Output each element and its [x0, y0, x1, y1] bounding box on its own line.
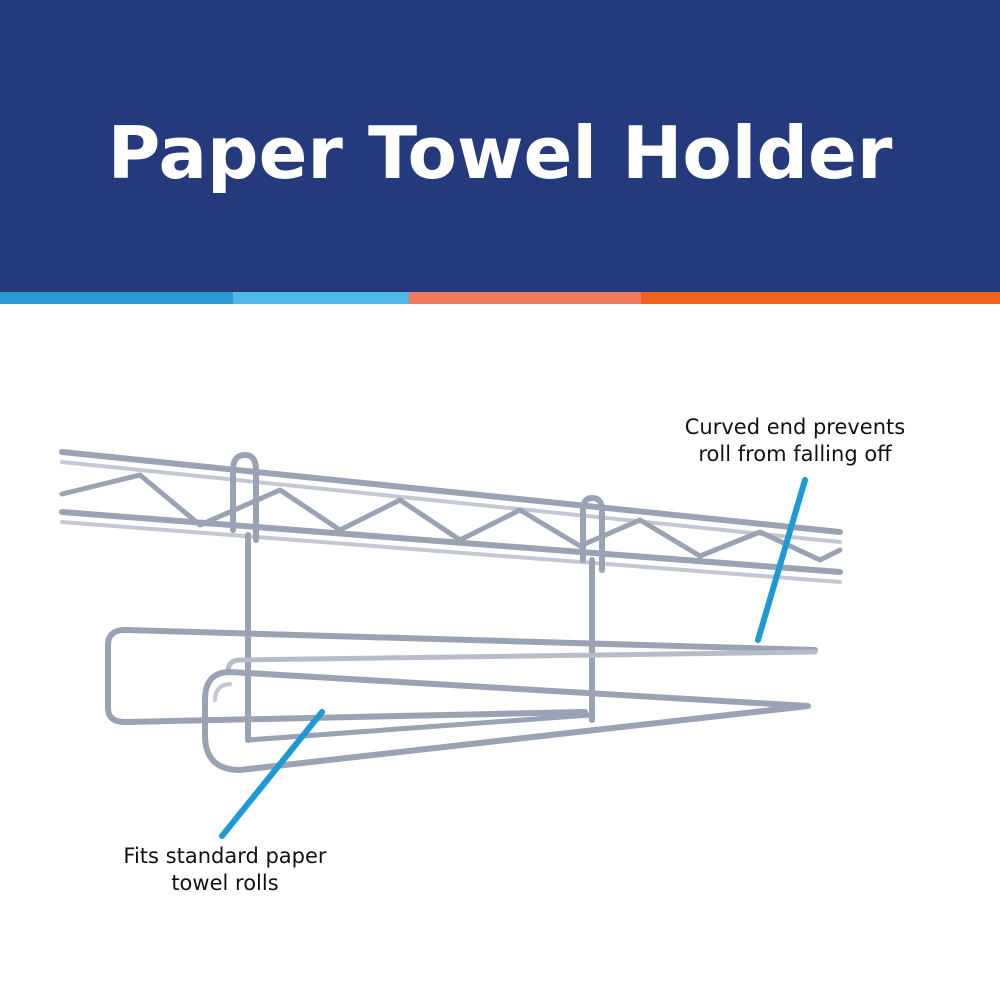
callout-curved-end: Curved end prevents roll from falling of…: [650, 414, 940, 468]
callout-fits-rolls-line-2: towel rolls: [171, 871, 279, 895]
callout-fits-rolls-line-1: Fits standard paper: [123, 844, 327, 868]
paper-towel-holder-image: [59, 449, 843, 839]
page-title: Paper Towel Holder: [107, 111, 893, 195]
accent-stripe-1: [0, 292, 233, 304]
callout-fits-rolls: Fits standard paper towel rolls: [90, 843, 360, 897]
accent-stripe-4: [641, 292, 1000, 304]
accent-stripe-3: [409, 292, 641, 304]
callout-curved-end-line-1: Curved end prevents: [684, 415, 906, 439]
callout-curved-end-line-2: roll from falling off: [698, 442, 892, 466]
header-banner: Paper Towel Holder: [0, 0, 1000, 292]
accent-stripe-2: [233, 292, 409, 304]
